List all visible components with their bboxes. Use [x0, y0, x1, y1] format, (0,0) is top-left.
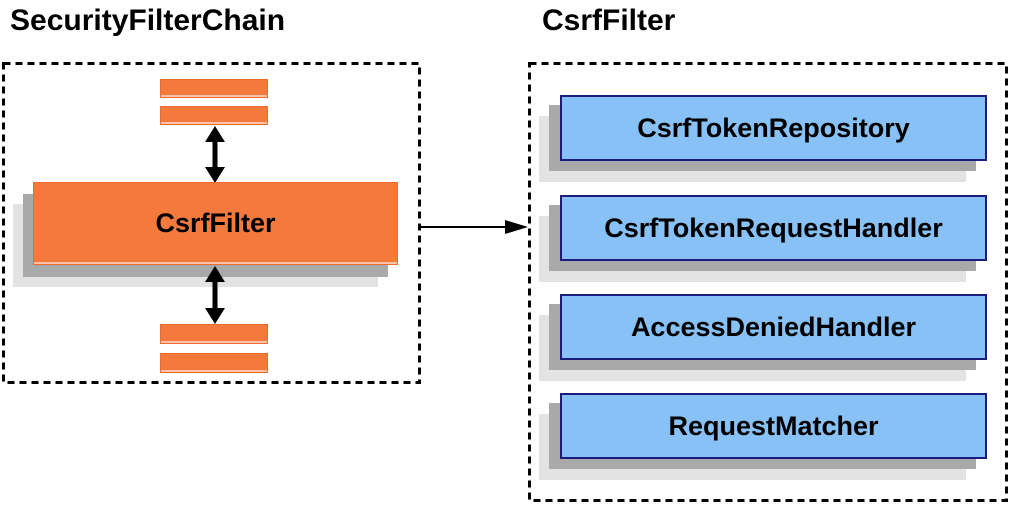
flow-arrow-icon: [421, 220, 528, 234]
bidirectional-arrow-icon: [205, 266, 225, 324]
component-box-label: AccessDeniedHandler: [630, 311, 917, 342]
component-box-label: CsrfTokenRepository: [637, 112, 910, 143]
bidirectional-arrow-icon: [205, 126, 225, 183]
component-box-label: CsrfTokenRequestHandler: [604, 212, 943, 243]
component-box-request-matcher: RequestMatcher: [560, 393, 987, 459]
csrf-filter-boundary: [528, 62, 1008, 502]
security-filter-chain-boundary: [2, 62, 421, 384]
filter-placeholder-bar: [160, 106, 268, 125]
csrf-filter-box: CsrfFilter: [33, 182, 398, 265]
filter-placeholder-bar: [160, 79, 268, 98]
component-box-csrf-token-repository: CsrfTokenRepository: [560, 95, 987, 161]
csrf-filter-box-label: CsrfFilter: [155, 208, 276, 238]
filter-placeholder-bar: [160, 353, 268, 373]
component-box-csrf-token-request-handler: CsrfTokenRequestHandler: [560, 195, 987, 261]
security-filter-chain-title: SecurityFilterChain: [10, 4, 286, 37]
component-box-access-denied-handler: AccessDeniedHandler: [560, 294, 987, 360]
filter-placeholder-bar: [160, 324, 268, 344]
component-box-label: RequestMatcher: [668, 410, 879, 441]
csrf-filter-title: CsrfFilter: [542, 4, 676, 37]
